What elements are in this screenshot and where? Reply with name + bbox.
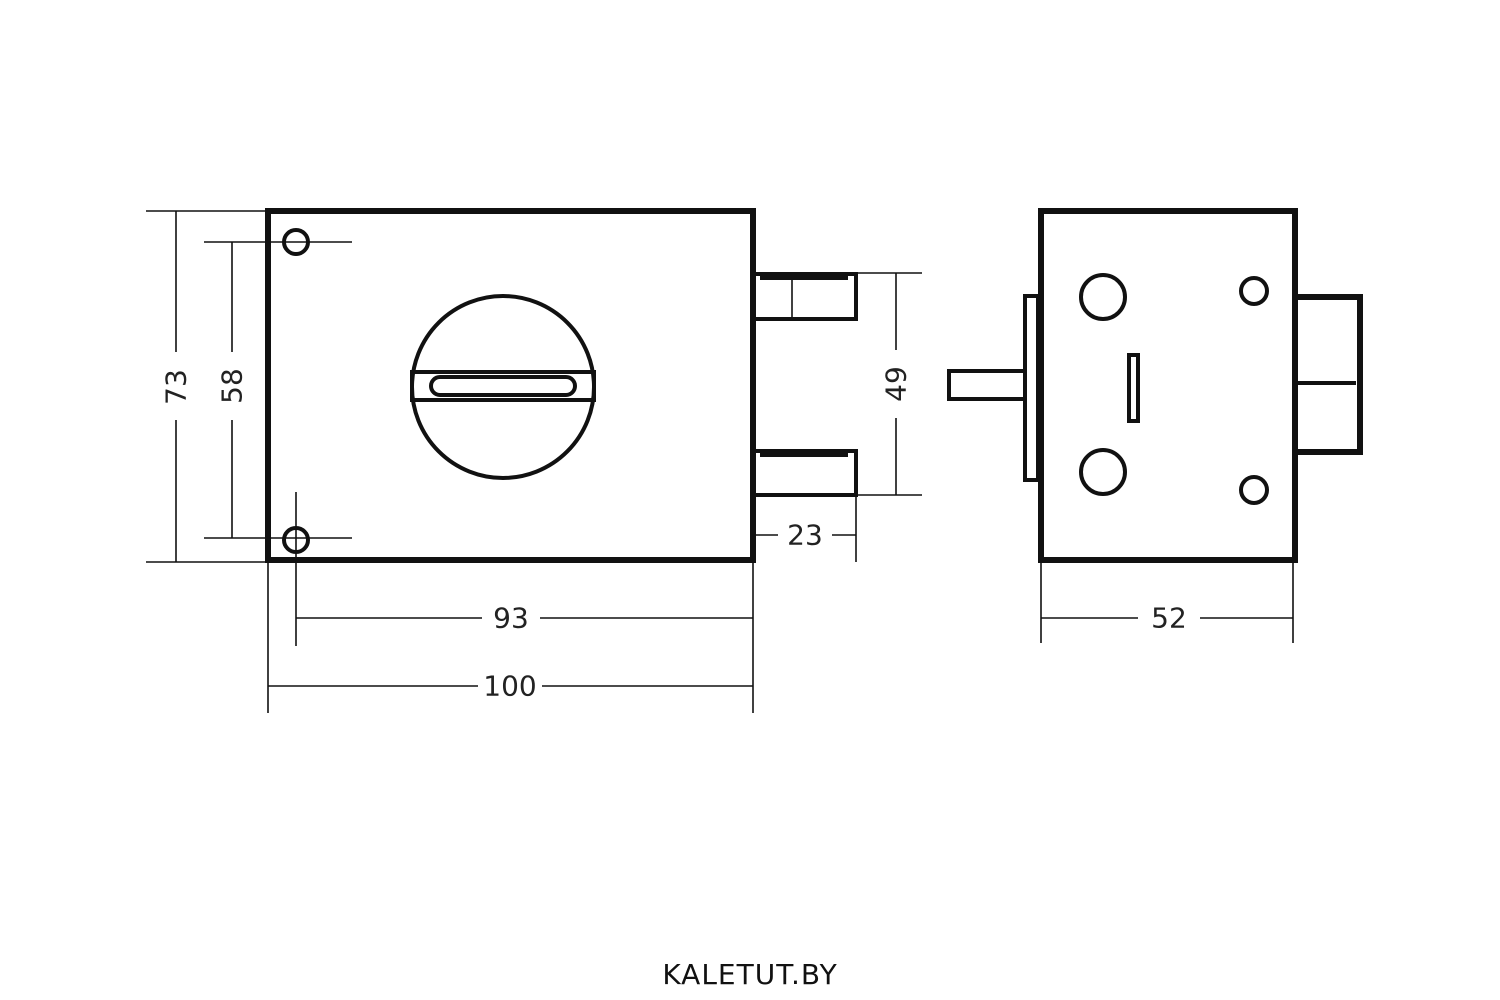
screw-large-top (1079, 273, 1127, 321)
cylinder-knob (410, 294, 596, 480)
dim-depth: 52 (1040, 562, 1294, 643)
dim-label-73: 73 (160, 369, 193, 405)
dim-bolt-projection: 23 (755, 497, 857, 562)
screw-small-top (1239, 276, 1269, 306)
side-view (947, 208, 1363, 563)
bolt-top (753, 272, 858, 321)
dim-label-100: 100 (483, 670, 536, 703)
dim-label-49: 49 (880, 366, 913, 402)
screw-small-bottom (1239, 475, 1269, 505)
side-body (1038, 208, 1298, 563)
dim-label-52: 52 (1151, 602, 1187, 635)
side-bolt (1296, 294, 1363, 455)
site-watermark: KALETUT.BY (662, 958, 838, 991)
screw-large-bottom (1079, 448, 1127, 496)
dim-width-holes: 93 (295, 492, 754, 646)
bolt-bottom (753, 449, 858, 497)
dim-label-93: 93 (493, 602, 529, 635)
dim-bolt-span: 49 (858, 272, 922, 496)
spindle (947, 369, 1027, 401)
dim-height-overall: 73 (146, 210, 268, 563)
dim-label-58: 58 (216, 368, 249, 404)
key-slot (1127, 353, 1140, 423)
dim-height-holes: 58 (204, 241, 352, 539)
dim-width-overall: 100 (267, 562, 754, 713)
front-body (265, 208, 756, 563)
dim-label-23: 23 (787, 519, 823, 552)
front-view (265, 208, 858, 563)
